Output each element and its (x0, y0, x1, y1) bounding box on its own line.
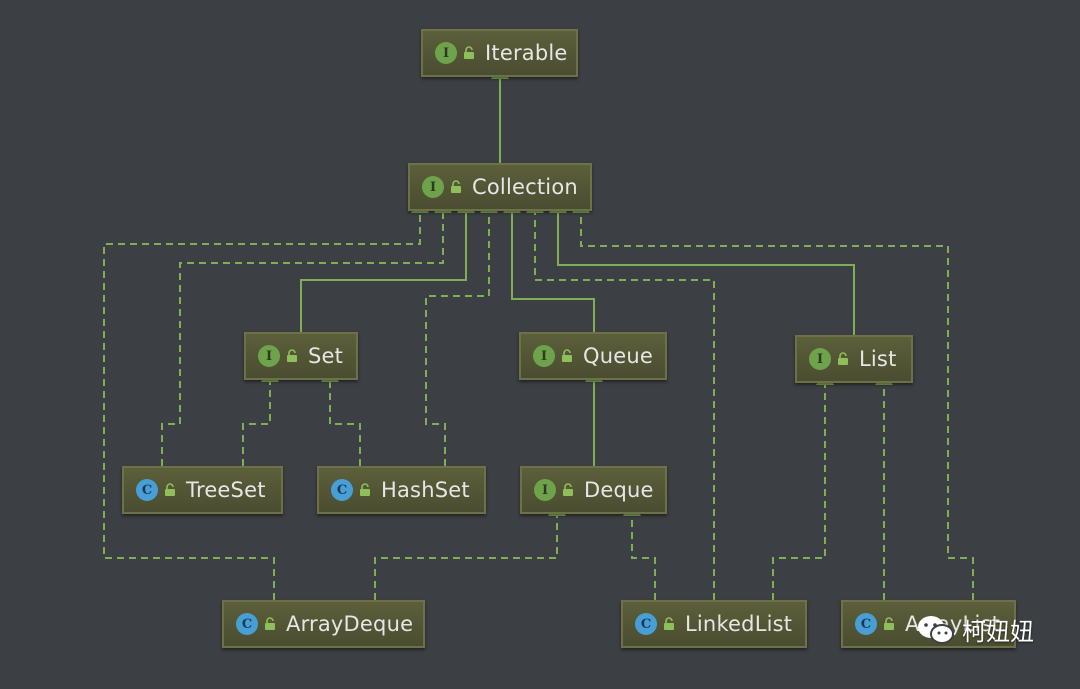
class-badge-icon: C (855, 613, 877, 635)
node-deque[interactable]: I Deque (520, 466, 667, 514)
lock-icon (562, 483, 574, 497)
wechat-icon (916, 614, 956, 646)
lock-icon (883, 617, 895, 631)
edge-list-to-collection (549, 197, 855, 335)
edge-linkedlist-to-collection (526, 197, 715, 600)
lock-icon (561, 349, 573, 363)
interface-badge-icon: I (258, 345, 280, 367)
class-badge-icon: C (136, 479, 158, 501)
watermark: 柯妞妞 (916, 612, 1034, 647)
node-arraydeque[interactable]: C ArrayDeque (222, 600, 425, 648)
node-treeset[interactable]: C TreeSet (122, 466, 283, 514)
lock-icon (164, 483, 176, 497)
lock-icon (359, 483, 371, 497)
lock-icon (450, 180, 462, 194)
node-label: TreeSet (186, 478, 266, 502)
node-iterable[interactable]: I Iterable (421, 29, 578, 77)
lock-icon (463, 46, 475, 60)
class-badge-icon: C (331, 479, 353, 501)
node-label: ArrayDeque (286, 612, 414, 636)
node-label: Iterable (485, 41, 568, 65)
interface-badge-icon: I (809, 348, 831, 370)
node-label: Deque (584, 478, 654, 502)
edge-linkedlist-to-deque (623, 500, 656, 600)
node-collection[interactable]: I Collection (408, 163, 592, 211)
lock-icon (286, 349, 298, 363)
node-label: HashSet (381, 478, 470, 502)
node-hashset[interactable]: C HashSet (317, 466, 486, 514)
edge-linkedlist-to-list (772, 369, 834, 600)
class-badge-icon: C (635, 613, 657, 635)
edge-set-to-collection (300, 197, 475, 332)
node-list[interactable]: I List (795, 335, 913, 383)
edge-arraydeque-to-deque (374, 500, 566, 600)
edge-hashset-to-collection (425, 197, 498, 466)
edge-arraydeque-to-collection (103, 197, 429, 600)
node-queue[interactable]: I Queue (519, 332, 667, 380)
lock-icon (663, 617, 675, 631)
edge-queue-to-collection (503, 197, 595, 332)
lock-icon (837, 352, 849, 366)
class-badge-icon: C (236, 613, 258, 635)
node-linkedlist[interactable]: C LinkedList (621, 600, 807, 648)
lock-icon (264, 617, 276, 631)
edge-treeset-to-collection (161, 197, 452, 466)
edge-hashset-to-set (321, 366, 361, 466)
node-label: Set (308, 344, 344, 368)
interface-badge-icon: I (422, 176, 444, 198)
node-label: List (859, 347, 897, 371)
edge-arraylist-to-collection (572, 197, 974, 600)
interface-badge-icon: I (533, 345, 555, 367)
watermark-text: 柯妞妞 (962, 618, 1034, 646)
interface-badge-icon: I (435, 42, 457, 64)
node-label: Queue (583, 344, 653, 368)
node-set[interactable]: I Set (244, 332, 358, 380)
node-label: Collection (472, 175, 578, 199)
edge-treeset-to-set (242, 366, 279, 466)
interface-badge-icon: I (534, 479, 556, 501)
node-label: LinkedList (685, 612, 793, 636)
